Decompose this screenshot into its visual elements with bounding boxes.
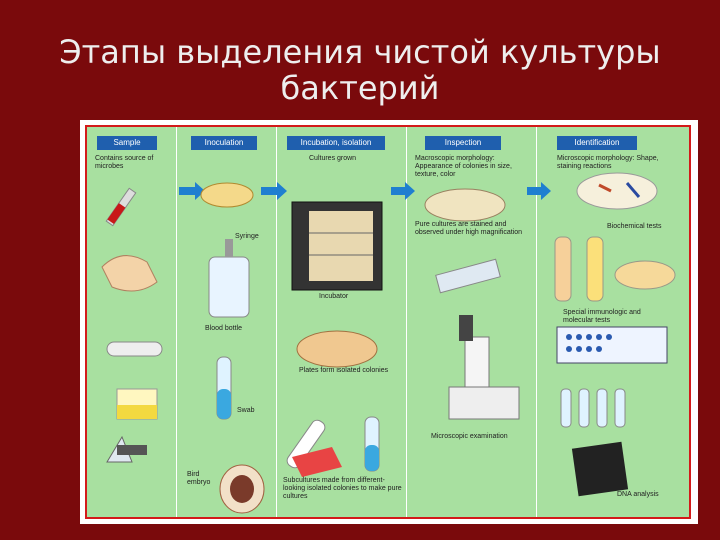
caption-stained: Pure cultures are stained and observed u… <box>415 221 523 236</box>
tab-sample: Sample <box>97 136 157 150</box>
caption-subcultures: Subcultures made from different-looking … <box>283 477 402 500</box>
caption-immunologic: Special immunologic and molecular tests <box>563 309 641 324</box>
inspection-plate-icon <box>424 188 506 222</box>
stage-arrows <box>179 182 551 200</box>
arrow-2 <box>261 182 287 200</box>
column-inspection <box>407 127 537 517</box>
caption-incubator: Incubator <box>319 293 349 300</box>
hand-icon <box>101 255 158 292</box>
arrow-3 <box>391 182 415 200</box>
biochemical-tubes-icon <box>554 236 676 302</box>
microscope-icon <box>448 315 520 420</box>
diagram-frame: Sample Inoculation Incubation, isolation… <box>80 120 698 524</box>
tab-identification: Identification <box>557 136 637 150</box>
diagram-panel: Sample Inoculation Incubation, isolation… <box>85 125 691 519</box>
swab-tube-icon <box>216 356 232 420</box>
subculture-tubes-icon <box>286 416 380 477</box>
caption-microscopic-morphology: Microscopic morphology: Shape, staining … <box>557 155 659 170</box>
cells-plate-icon <box>576 172 658 210</box>
flask-icon <box>116 388 158 420</box>
tab-incubation: Incubation, isolation <box>287 136 385 150</box>
caption-cultures-grown: Cultures grown <box>309 155 357 162</box>
caption-swab: Swab <box>237 407 255 414</box>
caption-biochemical: Biochemical tests <box>607 223 662 230</box>
caption-bird-embryo: Bird embryo <box>187 471 211 486</box>
column-sample <box>87 127 177 517</box>
dna-gel-icon <box>571 441 629 497</box>
illustrations <box>101 172 676 514</box>
caption-dna: DNA analysis <box>617 491 659 498</box>
slide-title: Этапы выделения чистой культуры бактерий <box>0 34 720 106</box>
colony-plate-icon <box>296 330 378 368</box>
arrow-4 <box>527 182 551 200</box>
column-inoculation <box>177 127 277 517</box>
blood-bottle-icon <box>208 239 250 318</box>
dna-tubes-icon <box>560 388 626 428</box>
tab-inoculation: Inoculation <box>191 136 257 150</box>
well-plate-icon <box>556 326 668 364</box>
egg-icon <box>219 464 265 514</box>
title-line-1: Этапы выделения чистой культуры <box>59 33 661 71</box>
caption-blood-bottle: Blood bottle <box>205 325 242 332</box>
caption-microscopic-exam: Microscopic examination <box>431 433 508 440</box>
caption-isolated-colonies: Plates form isolated colonies <box>299 367 389 374</box>
caption-source: Contains source of microbes <box>95 155 154 170</box>
column-incubation <box>277 127 407 517</box>
incubator-icon <box>291 201 383 291</box>
title-line-2: бактерий <box>280 69 440 107</box>
tab-inspection: Inspection <box>425 136 501 150</box>
caption-syringe: Syringe <box>235 233 259 240</box>
burner-icon <box>106 435 147 463</box>
caption-macroscopic: Macroscopic morphology: Appearance of co… <box>415 155 512 178</box>
arrow-1 <box>179 182 205 200</box>
slide-icon <box>435 258 501 294</box>
tube-icon <box>106 341 163 357</box>
syringe-icon <box>105 187 137 227</box>
petri-dish-icon <box>200 182 254 208</box>
